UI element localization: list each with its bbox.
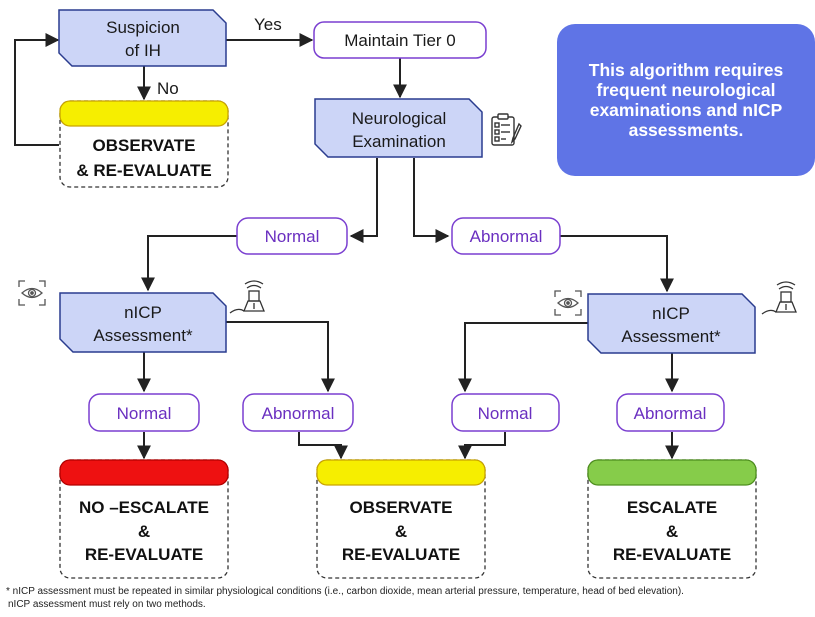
node-nicp-left-line2: Assessment*	[93, 326, 193, 345]
pill-normal-right	[451, 393, 560, 432]
node-nicp-left: nICP Assessment*	[59, 292, 227, 353]
edge-normal-to-nicp-left	[141, 235, 237, 292]
outcome-observe-top-line2: & RE-EVALUATE	[76, 161, 211, 180]
edge-nicp-right-to-normal	[458, 322, 588, 393]
pill-abnormal-left-label: Abnormal	[262, 404, 335, 423]
clipboard-icon	[491, 113, 522, 146]
eye-scan-icon	[554, 290, 582, 316]
edge-loop-back	[14, 33, 60, 146]
node-suspicion-line1: Suspicion	[106, 18, 180, 37]
outcome-no-escalate-line2: &	[138, 522, 150, 541]
outcome-no-escalate: NO –ESCALATE & RE-EVALUATE	[59, 459, 229, 579]
pill-normal-left-label: Normal	[117, 404, 172, 423]
node-suspicion: Suspicion of IH	[58, 9, 227, 67]
pills	[88, 217, 725, 432]
node-suspicion-line2: of IH	[125, 41, 161, 60]
outcome-observe-mid-line1: OBSERVATE	[350, 498, 453, 517]
footnote-line-2: nICP assessment must rely on two methods…	[8, 599, 206, 610]
outcome-escalate-line2: &	[666, 522, 678, 541]
edge-exam-to-normal	[349, 158, 378, 243]
outcome-escalate-line1: ESCALATE	[627, 498, 717, 517]
node-exam-line1: Neurological	[352, 109, 447, 128]
edge-normal-right-to-observe	[458, 432, 506, 460]
pill-abnormal-right	[616, 393, 725, 432]
eye-scan-icon	[18, 280, 46, 306]
outcome-observe-mid-line2: &	[395, 522, 407, 541]
node-nicp-right: nICP Assessment*	[587, 293, 756, 354]
pill-normal-left	[88, 393, 200, 432]
outcome-observe-mid: OBSERVATE & RE-EVALUATE	[316, 459, 486, 579]
outcome-observe-top-line1: OBSERVATE	[93, 136, 196, 155]
node-neurological-examination: Neurological Examination	[314, 98, 483, 158]
edge-exam-to-abnormal	[413, 158, 450, 243]
node-nicp-right-line1: nICP	[652, 304, 690, 323]
pill-abnormal-top	[451, 217, 561, 255]
outcome-no-escalate-line3: RE-EVALUATE	[85, 545, 203, 564]
footnote-line-1: * nICP assessment must be repeated in si…	[6, 586, 684, 597]
edge-label-yes: Yes	[254, 15, 282, 34]
ultrasound-probe-icon	[761, 281, 797, 315]
edge-abnormal-to-observe	[298, 432, 348, 460]
node-nicp-right-line2: Assessment*	[621, 327, 721, 346]
pill-normal-top-label: Normal	[265, 227, 320, 246]
ultrasound-probe-icon	[229, 280, 265, 314]
pill-abnormal-right-label: Abnormal	[634, 404, 707, 423]
footnote: * nICP assessment must be repeated in si…	[6, 585, 815, 611]
node-nicp-left-line1: nICP	[124, 303, 162, 322]
pill-normal-top	[236, 217, 348, 255]
pill-abnormal-top-label: Abnormal	[470, 227, 543, 246]
connectors	[14, 33, 679, 460]
outcome-escalate-line3: RE-EVALUATE	[613, 545, 731, 564]
outcome-no-escalate-line1: NO –ESCALATE	[79, 498, 209, 517]
node-maintain-label: Maintain Tier 0	[344, 31, 456, 50]
pill-abnormal-left	[242, 393, 354, 432]
node-maintain-tier-0: Maintain Tier 0	[313, 21, 487, 59]
node-exam-line2: Examination	[352, 132, 446, 151]
pill-normal-right-label: Normal	[478, 404, 533, 423]
outcome-escalate: ESCALATE & RE-EVALUATE	[587, 459, 757, 579]
outcome-observe-mid-line3: RE-EVALUATE	[342, 545, 460, 564]
edge-nicp-left-to-abnormal	[226, 321, 335, 393]
edge-abnormal-to-nicp-right	[560, 235, 674, 293]
edge-label-no: No	[157, 79, 179, 98]
outcome-observe-top: OBSERVATE & RE-EVALUATE	[59, 100, 229, 188]
algorithm-note: This algorithm requires frequent neurolo…	[557, 24, 815, 176]
